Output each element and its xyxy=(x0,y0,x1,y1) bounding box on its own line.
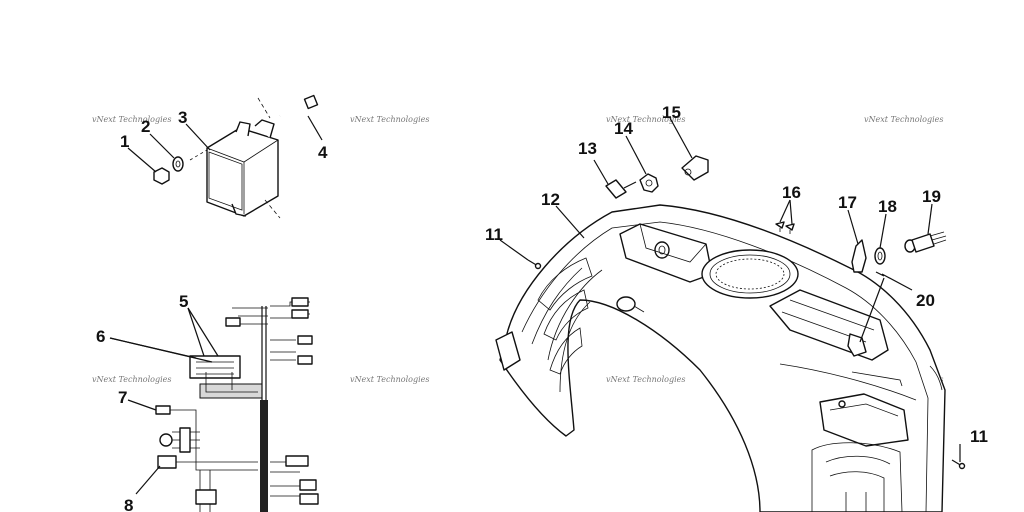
callout-label: 5 xyxy=(179,292,188,311)
callout-label: 6 xyxy=(96,327,105,346)
watermark: vNext Technologies xyxy=(92,375,171,384)
callout-label: 19 xyxy=(922,187,941,206)
watermark: vNext Technologies xyxy=(606,115,685,124)
screw-part xyxy=(527,259,542,270)
bolt-part xyxy=(279,94,319,118)
watermark: vNext Technologies xyxy=(92,115,171,124)
callout-label: 8 xyxy=(124,496,133,512)
gauge-opening xyxy=(701,249,799,299)
nut-part xyxy=(153,167,170,185)
callout-label: 11 xyxy=(485,225,503,244)
watermark: vNext Technologies xyxy=(350,115,429,124)
knob-part xyxy=(851,239,867,273)
callout-label: 20 xyxy=(916,291,935,310)
callout-label: 3 xyxy=(178,108,187,127)
callout-label: 1 xyxy=(120,132,129,151)
switch-part xyxy=(904,231,947,253)
watermark: vNext Technologies xyxy=(350,375,429,384)
callout-label: 15 xyxy=(662,103,681,122)
key-part xyxy=(605,179,637,199)
callout-label: 13 xyxy=(578,139,597,158)
module-part xyxy=(206,119,279,217)
callout-label: 14 xyxy=(614,119,633,138)
callout-label: 17 xyxy=(838,193,857,212)
rivet-part xyxy=(775,221,795,234)
small-parts xyxy=(527,155,966,470)
callout-label: 11 xyxy=(970,427,988,446)
washer-part xyxy=(874,247,886,265)
screw-part xyxy=(951,459,966,470)
grommet-part xyxy=(681,155,709,181)
watermark: vNext Technologies xyxy=(864,115,943,124)
washer-part xyxy=(172,156,184,172)
connector-part xyxy=(155,405,171,415)
wiring-harness-group xyxy=(155,297,319,512)
watermark: vNext Technologies xyxy=(606,375,685,384)
callout-label: 12 xyxy=(541,190,560,209)
callout-label: 16 xyxy=(782,183,801,202)
connector-block xyxy=(189,355,241,379)
leader-lines xyxy=(109,115,961,495)
callout-label: 18 xyxy=(878,197,897,216)
callout-label: 7 xyxy=(118,388,127,407)
callout-label: 4 xyxy=(318,143,328,162)
ecu-module-group xyxy=(153,94,319,219)
callout-label: 2 xyxy=(141,117,150,136)
connector-part xyxy=(157,455,177,469)
callout-labels: 1 2 3 4 5 6 7 8 11 11 12 13 14 15 16 17 … xyxy=(96,103,988,512)
ignition-switch-part xyxy=(639,173,659,193)
